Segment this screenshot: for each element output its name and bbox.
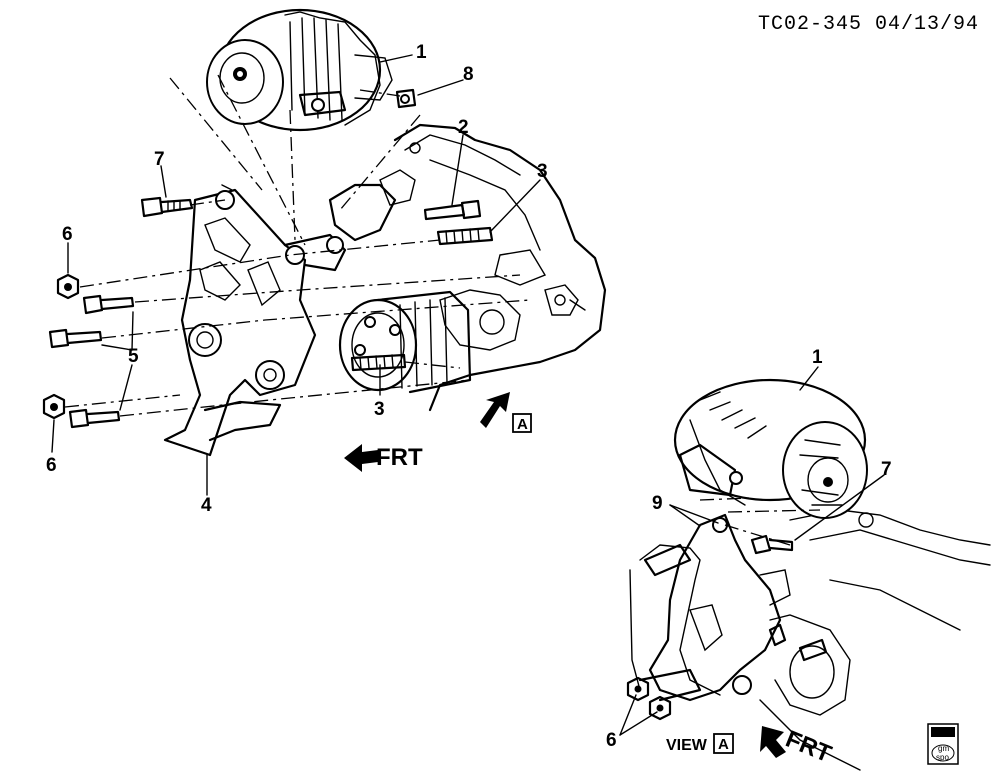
nut-6-view-a-upper <box>626 676 650 702</box>
alternator-top <box>206 8 393 132</box>
callout-6-lower: 6 <box>46 455 57 476</box>
bolt-8 <box>395 88 417 109</box>
bolt-7-view-a <box>750 534 794 555</box>
callout-2: 2 <box>458 117 469 138</box>
frt-label-view-a: FRT <box>782 726 836 769</box>
callout-3-upper: 3 <box>537 161 548 182</box>
brace <box>283 183 397 272</box>
front-arrow-view-a: FRT <box>760 726 836 769</box>
bolt-5-a <box>82 294 135 315</box>
logo-line2: spo <box>936 753 949 762</box>
pulley-assembly <box>338 290 472 394</box>
gm-spo-logo: gm spo <box>927 723 959 765</box>
bolt-5-b <box>48 328 103 349</box>
nut-6-view-a-lower <box>648 695 672 721</box>
bolt-7 <box>140 196 194 218</box>
bolt-2 <box>423 199 482 221</box>
view-a-detail: 1 7 9 6 VIEW A FRT <box>606 347 991 771</box>
bolt-5-c <box>68 408 121 429</box>
callout-7: 7 <box>154 149 165 170</box>
callout-3-lower: 3 <box>374 399 385 420</box>
nut-6-upper <box>56 273 80 300</box>
nut-6-lower <box>42 393 66 420</box>
stud-3-lower <box>350 353 407 372</box>
main-exploded-view: FRT A 1 8 2 3 7 6 5 6 3 4 <box>42 8 607 516</box>
stud-3-upper <box>436 226 494 246</box>
view-a-arrow: A <box>480 392 532 433</box>
callout-1: 1 <box>416 42 427 63</box>
view-label: VIEW <box>666 737 708 754</box>
frt-label: FRT <box>376 444 423 471</box>
callout-8: 8 <box>463 64 474 85</box>
view-letter: A <box>718 736 729 753</box>
callout-7-view-a: 7 <box>881 459 892 480</box>
callout-4: 4 <box>201 495 212 516</box>
callout-6-upper: 6 <box>62 224 73 245</box>
logo-line1: gm <box>938 744 949 753</box>
callout-5: 5 <box>128 346 139 367</box>
bracket-4 <box>163 184 317 457</box>
callout-6-view-a: 6 <box>606 730 617 751</box>
front-arrow-main: FRT <box>344 444 423 472</box>
drawing-code: TC02-345 04/13/94 <box>758 13 979 36</box>
alternator-view-a <box>673 378 868 519</box>
engine-block <box>379 123 607 412</box>
callout-9: 9 <box>652 493 663 514</box>
bolt-view-a-side <box>768 623 828 662</box>
view-arrow-letter: A <box>517 416 528 433</box>
leader-lines <box>51 54 541 496</box>
bracket-view-a <box>638 513 791 702</box>
callout-1-view-a: 1 <box>812 347 823 368</box>
